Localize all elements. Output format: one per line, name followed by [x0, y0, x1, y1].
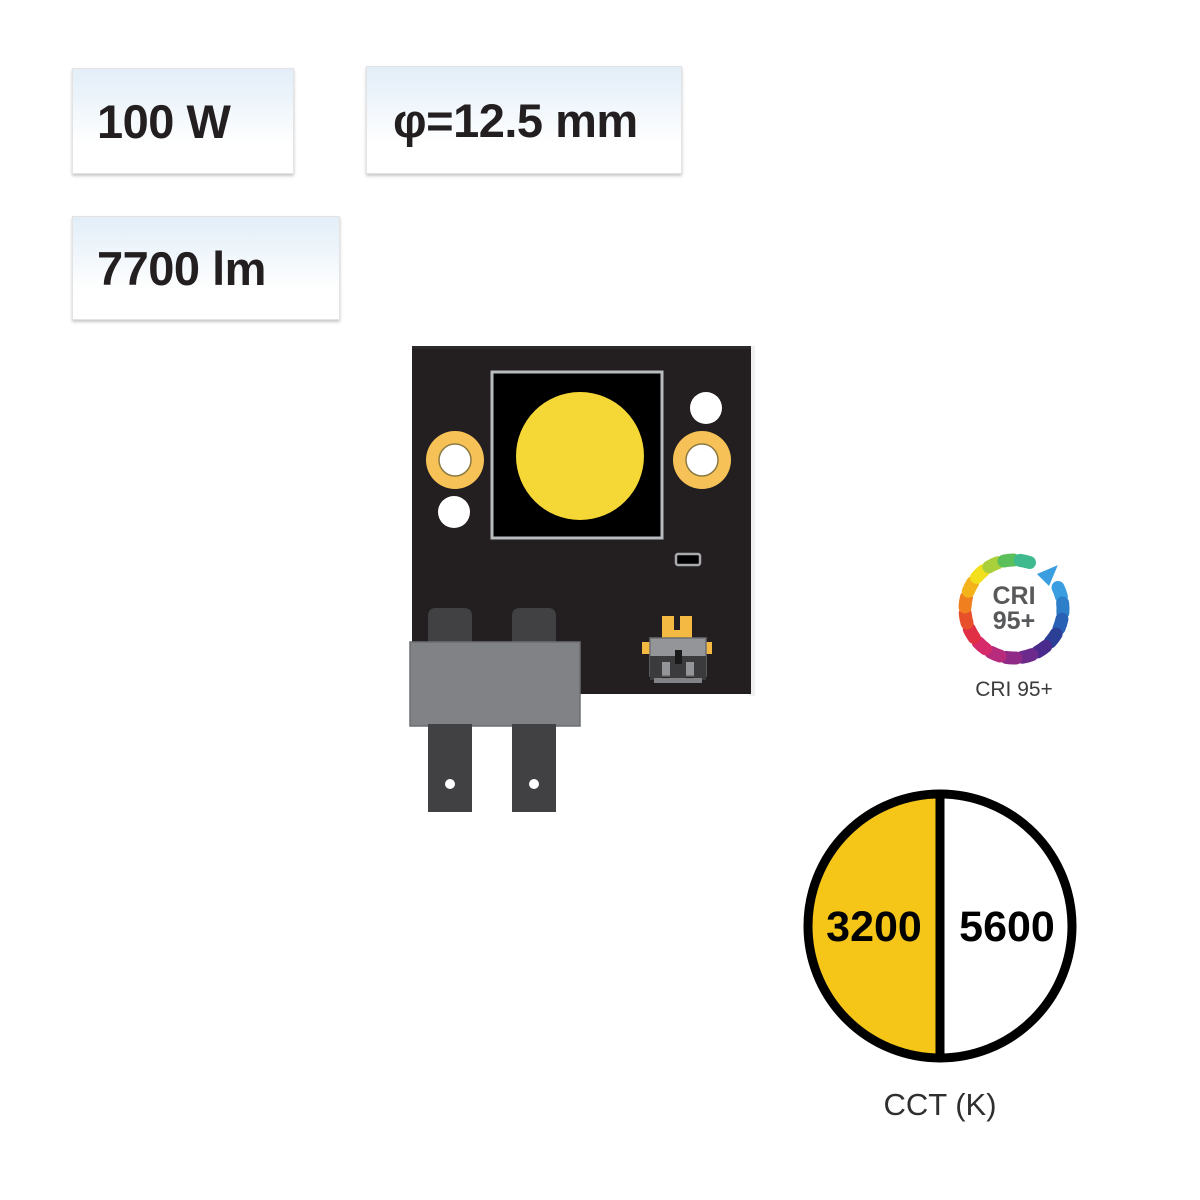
spec-badge-luminous-flux-label: 7700 lm	[97, 241, 266, 295]
cri-caption: CRI 95+	[975, 678, 1053, 701]
cri-wheel-segment	[958, 590, 973, 614]
spec-badge-power-label: 100 W	[97, 94, 231, 148]
cri-wheel-segment	[961, 576, 980, 598]
board-connector	[642, 616, 712, 683]
cri-wheel-segment	[982, 556, 1005, 574]
cct-chart: 3200 5600 CCT (K)	[800, 786, 1080, 1146]
spec-badge-diameter: φ=12.5 mm	[366, 66, 682, 174]
cri-wheel-segment	[1052, 612, 1069, 635]
cri-wheel-segment	[958, 606, 974, 630]
cri-color-wheel-icon	[958, 553, 1070, 665]
cob-led-module-image	[404, 344, 764, 824]
cct-left-value: 3200	[826, 903, 922, 951]
cri-color-wheel: CRI 95+	[953, 548, 1075, 670]
cri-badge: CRI 95+ CRI 95+	[948, 548, 1080, 716]
spec-badge-diameter-label: φ=12.5 mm	[393, 93, 638, 147]
spec-badge-power: 100 W	[72, 68, 294, 174]
cri-wheel-segment	[1015, 648, 1039, 664]
spec-badge-luminous-flux: 7700 lm	[72, 216, 340, 320]
cct-right-half	[940, 794, 1072, 1058]
cri-wheel-segment	[999, 650, 1023, 665]
cri-wheel-segment	[997, 553, 1021, 568]
cct-left-half	[808, 794, 940, 1058]
cct-right-value: 5600	[959, 903, 1055, 951]
cri-wheel-segment	[1051, 581, 1068, 604]
cct-caption: CCT (K)	[883, 1087, 997, 1122]
cri-wheel-segment	[962, 622, 981, 644]
cri-wheel-segment	[970, 564, 991, 584]
cri-wheel-segment	[1013, 553, 1036, 570]
cri-wheel-segment	[1031, 639, 1053, 659]
cri-wheel-segment	[984, 645, 1007, 663]
cct-circle-diagram: 3200 5600	[803, 789, 1077, 1063]
cri-arrow-icon	[1036, 565, 1058, 587]
cri-wheel-segment	[1043, 627, 1063, 649]
cri-wheel-segment	[971, 635, 993, 656]
